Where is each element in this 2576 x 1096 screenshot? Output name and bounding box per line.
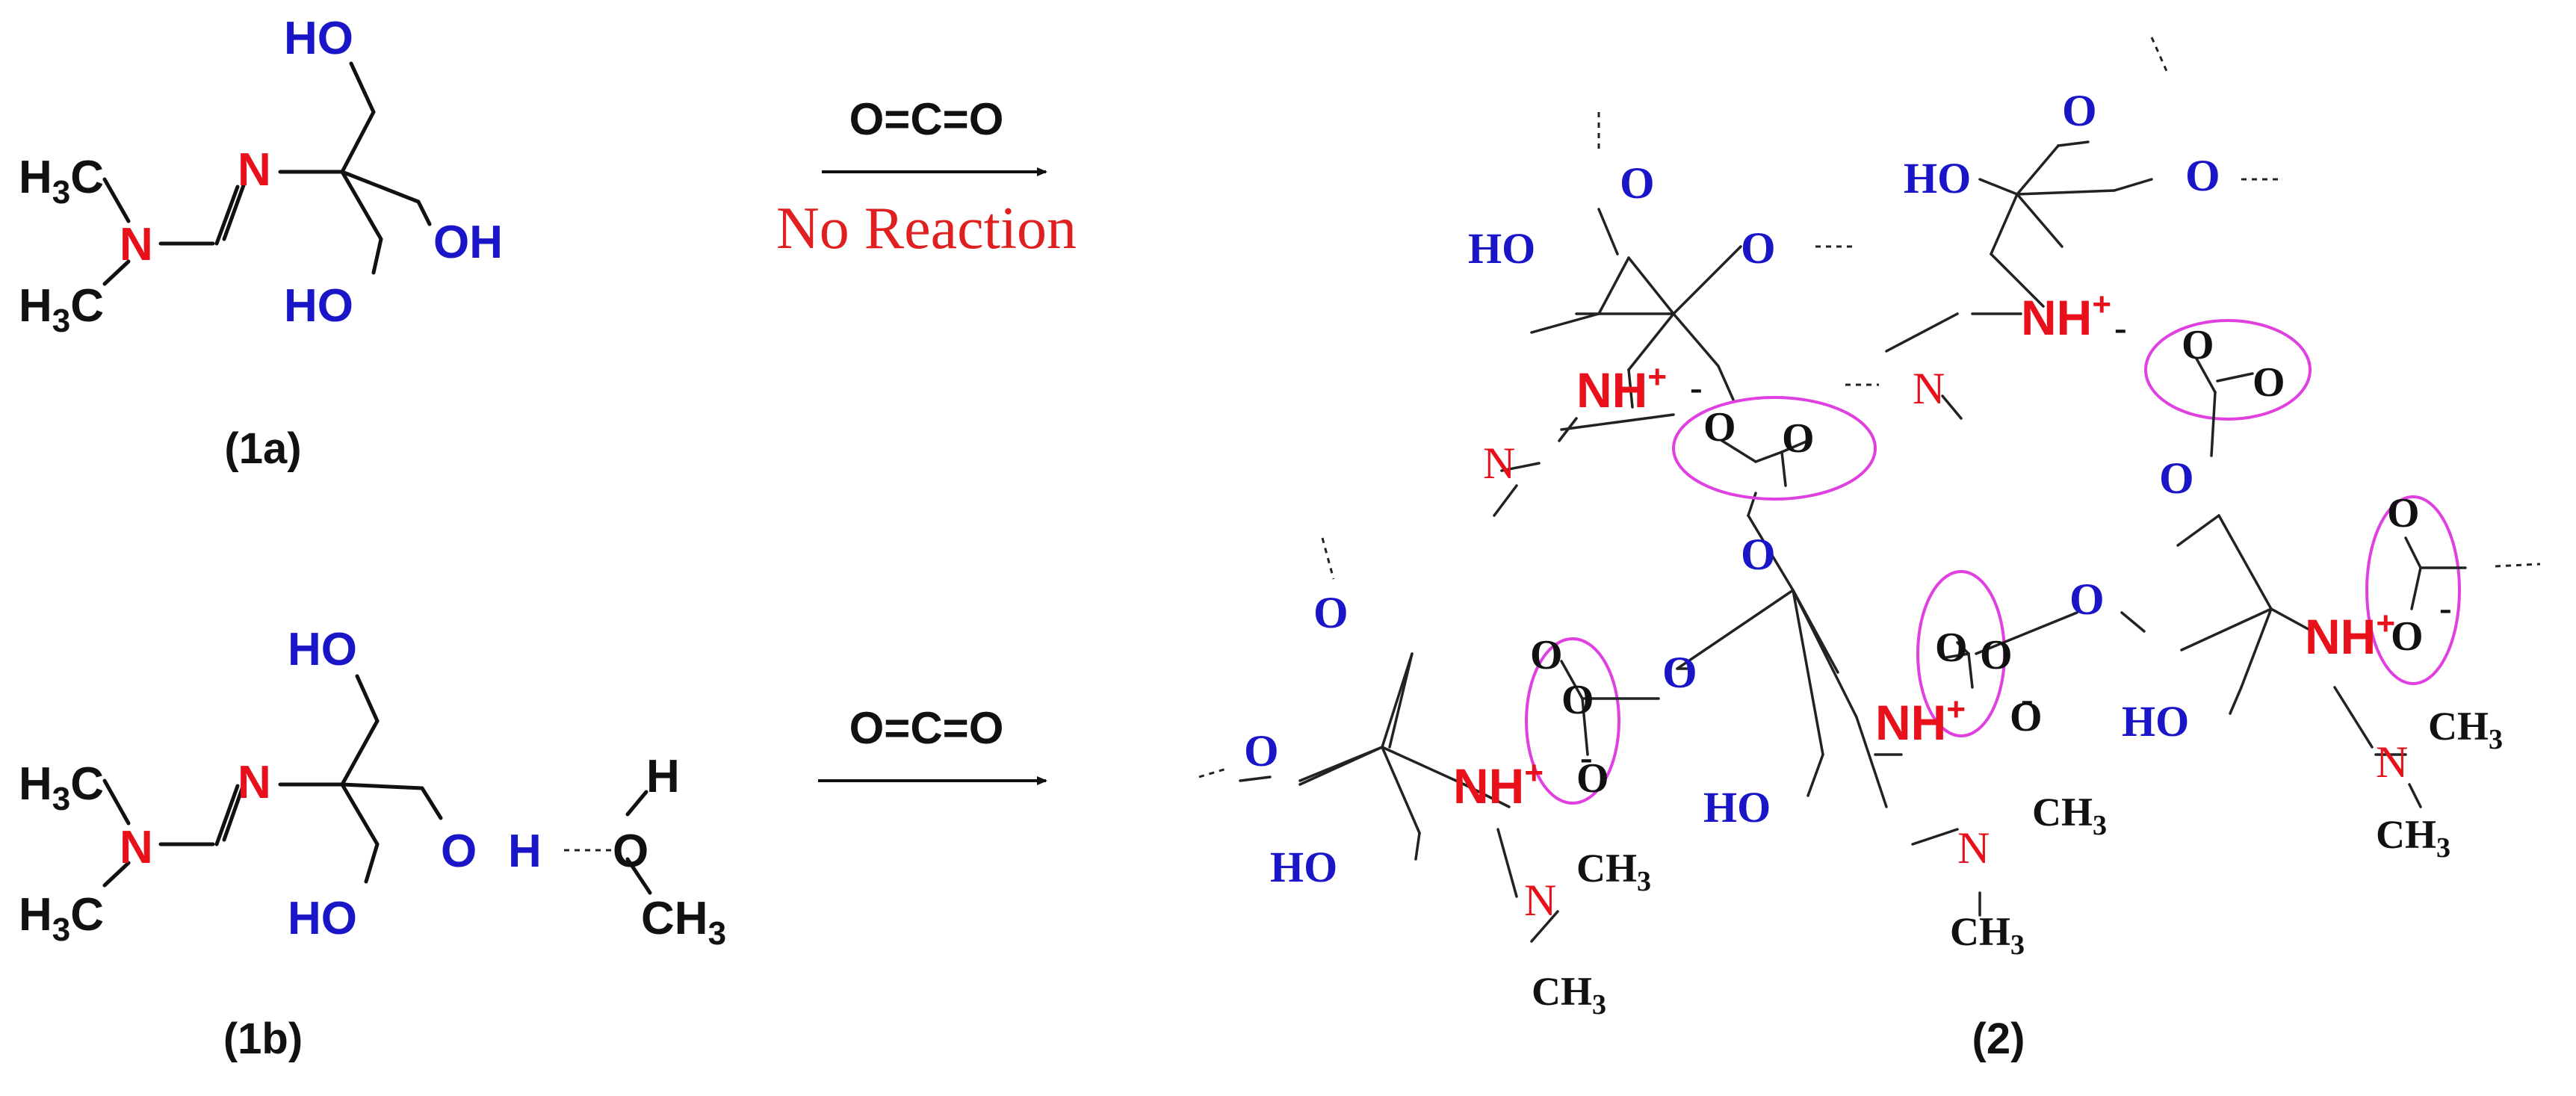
carbonate-oxygen: O bbox=[1980, 632, 2013, 678]
ether-oxygen: O bbox=[1741, 223, 1776, 273]
methyl-group: CH3 bbox=[2032, 790, 2107, 841]
amidinium-group: NH+ bbox=[1453, 755, 1544, 814]
no-reaction-text: No Reaction bbox=[776, 196, 1077, 261]
co2-reagent-top: O=C=O bbox=[849, 94, 1004, 144]
methyl-group: CH3 bbox=[1576, 846, 1651, 897]
compound-1a: H3C H3C N N HO OH HO (1a) bbox=[19, 13, 503, 473]
amidinium-group: NH+ bbox=[2305, 605, 2395, 664]
methyl-group: CH3 bbox=[1950, 909, 2025, 961]
methyl-label-bottom: H3C bbox=[19, 280, 104, 339]
ether-oxygen: O bbox=[2062, 86, 2097, 135]
negative-charge: - bbox=[1580, 736, 1593, 778]
hydroxyl-top: HO bbox=[288, 624, 357, 675]
nitrogen-amine: N bbox=[120, 219, 153, 270]
methanol-methyl: CH3 bbox=[641, 893, 726, 952]
product-2-network: O O O O O O O O O O HO HO HO HO HO O O O… bbox=[1198, 37, 2541, 1063]
hydroxyl-oxygen: O bbox=[441, 826, 477, 877]
methyl-group: CH3 bbox=[2428, 704, 2503, 755]
compound-1a-label: (1a) bbox=[224, 424, 301, 473]
carbonate-oxygen: O bbox=[1935, 625, 1968, 671]
methyl-group: CH3 bbox=[2376, 812, 2450, 864]
ether-oxygen: O bbox=[1313, 588, 1349, 637]
methanol-oxygen: O bbox=[613, 826, 648, 877]
carbonate-oxygen: O bbox=[2182, 322, 2214, 368]
carbonate-oxygen: O bbox=[2391, 613, 2424, 660]
carbonate-oxygen: O bbox=[2387, 490, 2420, 536]
carbonate-oxygen: O bbox=[1530, 632, 1563, 678]
amine-nitrogen: N bbox=[1957, 823, 1990, 873]
amine-nitrogen: N bbox=[1913, 364, 1945, 413]
methyl-group: CH3 bbox=[1532, 969, 1606, 1021]
hydroxyl-group: HO bbox=[2122, 697, 2189, 746]
negative-charge: - bbox=[2021, 678, 2034, 719]
carbonate-oxygen: O bbox=[1561, 677, 1594, 723]
carbonate-oxygen: O bbox=[1576, 755, 1609, 802]
amidinium-group: NH+ bbox=[2021, 286, 2111, 345]
ether-oxygen: O bbox=[1620, 158, 1655, 208]
co2-reagent-bottom: O=C=O bbox=[849, 703, 1004, 753]
carbonate-ester-oxygen: O bbox=[2159, 453, 2194, 503]
carbonate-oxygen: O bbox=[1703, 404, 1736, 451]
carbonate-ring-4 bbox=[1916, 570, 2006, 737]
ether-oxygen: O bbox=[1244, 726, 1279, 775]
carbonate-ester-oxygen: O bbox=[2069, 575, 2105, 624]
negative-charge: - bbox=[2439, 586, 2452, 628]
negative-charge: - bbox=[1690, 366, 1703, 408]
hydroxyl-top: HO bbox=[284, 13, 353, 64]
carbonate-oxygen: O bbox=[1782, 415, 1815, 462]
reaction-top: O=C=O No Reaction bbox=[776, 94, 1077, 261]
hydroxyl-bottom: HO bbox=[288, 893, 357, 944]
hydroxyl-group: HO bbox=[1270, 843, 1337, 891]
compound-2-label: (2) bbox=[1972, 1015, 2025, 1063]
methanol-hydrogen: H bbox=[646, 751, 680, 802]
nitrogen-imine: N bbox=[238, 757, 271, 808]
carbonate-oxygen: O bbox=[2010, 694, 2043, 740]
carbonate-ring-2 bbox=[2144, 319, 2312, 421]
amine-nitrogen: N bbox=[2376, 737, 2408, 787]
ether-oxygen: O bbox=[2185, 151, 2220, 200]
carbonate-ring-1 bbox=[1672, 396, 1877, 501]
carbonate-ring-5 bbox=[1525, 637, 1620, 805]
nitrogen-amine: N bbox=[120, 822, 153, 873]
carbonate-ring-3 bbox=[2365, 495, 2461, 685]
negative-charge: - bbox=[2114, 306, 2127, 348]
carbonate-oxygen: O bbox=[2253, 359, 2285, 406]
methyl-label-top: H3C bbox=[19, 758, 104, 817]
hydroxyl-group: HO bbox=[1468, 224, 1535, 273]
methyl-label-top: H3C bbox=[19, 152, 104, 211]
carbonate-ester-oxygen: O bbox=[1741, 530, 1776, 579]
compound-1b-label: (1b) bbox=[223, 1015, 303, 1063]
hydroxyl-right: OH bbox=[433, 217, 503, 268]
hydroxyl-group: HO bbox=[1904, 154, 1971, 202]
amine-nitrogen: N bbox=[1483, 439, 1515, 488]
carbonate-ester-oxygen: O bbox=[1662, 648, 1697, 697]
amine-nitrogen: N bbox=[1524, 876, 1556, 925]
methyl-label-bottom: H3C bbox=[19, 889, 104, 948]
hydroxyl-bottom: HO bbox=[284, 280, 353, 332]
compound-1b: H3C H3C N N HO HO O H H O CH3 (1b) bbox=[19, 624, 726, 1063]
hydroxyl-hydrogen: H bbox=[508, 826, 542, 877]
amidinium-group: NH+ bbox=[1576, 359, 1667, 418]
amidinium-group: NH+ bbox=[1875, 691, 1966, 750]
nitrogen-imine: N bbox=[238, 144, 271, 196]
reaction-bottom: O=C=O bbox=[818, 703, 1047, 785]
hydroxyl-group: HO bbox=[1703, 783, 1771, 832]
